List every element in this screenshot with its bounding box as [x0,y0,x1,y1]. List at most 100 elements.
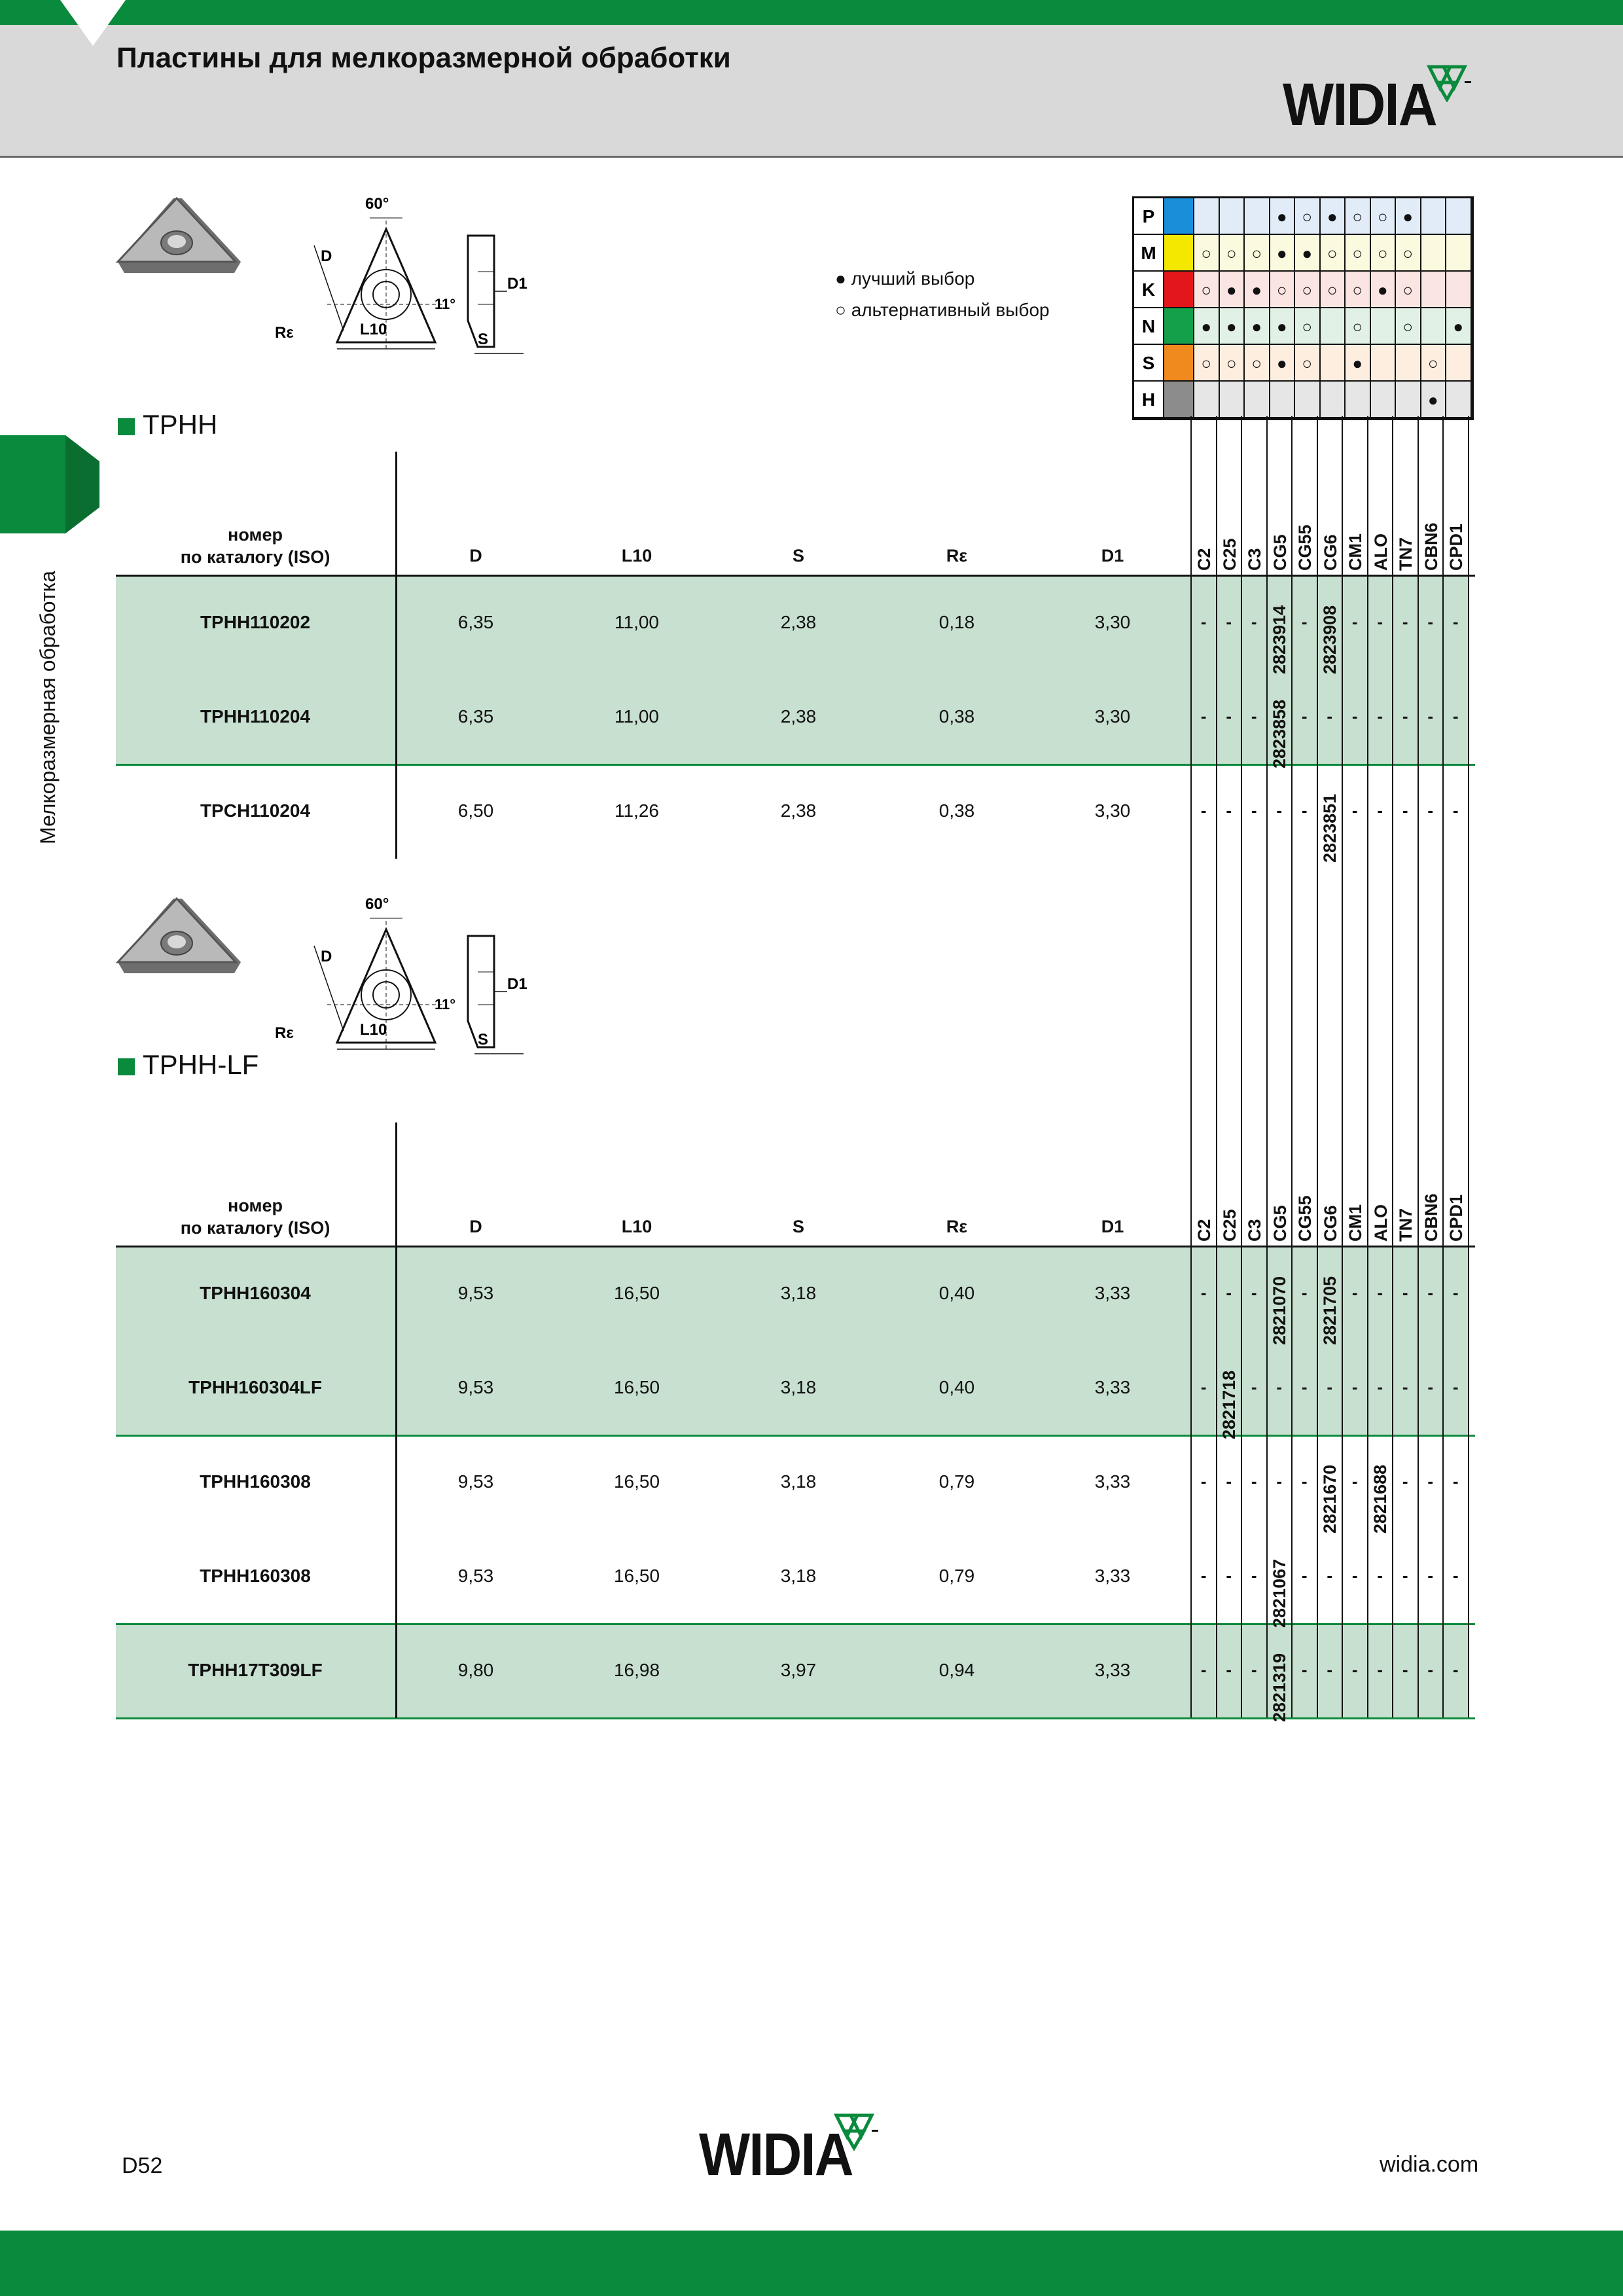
material-mark: ○ [1245,235,1270,272]
material-mark: ○ [1295,345,1321,382]
table-band [116,1341,1190,1435]
grade-band [1191,1247,1469,1341]
catalog-number: TPCH110204 [200,800,311,821]
table-band [116,1247,1190,1341]
re-label: Rε [275,324,294,342]
catalog-number: TPHH110202 [200,612,311,632]
cell-d1: 3,30 [1094,800,1131,821]
cell-l10: 16,50 [613,1283,660,1303]
table-band [116,670,1190,764]
catalog-number: TPHH110204 [200,706,311,726]
grade-empty: - [1226,1660,1232,1679]
material-mark: ● [1270,235,1295,272]
grade-empty: - [1351,1377,1358,1397]
grade-empty: - [1200,1660,1207,1679]
section-title-tphh: TPHH [118,409,217,440]
green-square-icon [118,1058,135,1075]
grade-label-cg5: CG5 [1270,1205,1290,1242]
catalog-number: TPHH160304 [200,1283,311,1303]
material-mark [1396,382,1421,418]
group-separator [116,1435,1475,1437]
material-mark: ○ [1346,308,1371,345]
material-mark: ● [1446,308,1472,345]
legend-best: ● лучший выбор [835,268,975,289]
grade-label-cm1: CM1 [1346,1204,1366,1242]
grade-empty: - [1402,800,1408,820]
cell-d: 9,80 [457,1660,494,1680]
grade-label-tn7: TN7 [1396,1208,1416,1242]
page-number: D52 [122,2153,163,2178]
grade-empty: - [1402,1566,1408,1585]
material-mark: ○ [1194,272,1220,308]
grade-column-line [1317,416,1318,1717]
grade-empty: - [1351,612,1358,632]
cell-l10: 16,50 [613,1377,660,1397]
material-mark [1245,198,1270,235]
grade-empty: - [1251,800,1257,820]
material-mark: ○ [1245,345,1270,382]
cell-s: 2,38 [780,706,817,726]
material-label-N: N [1134,308,1164,345]
grade-empty: - [1276,1377,1283,1397]
catalog-number: TPHH17T309LF [188,1660,323,1680]
cell-s: 3,18 [780,1377,817,1397]
grade-empty: - [1377,612,1383,632]
grade-label-c3: C3 [1245,548,1265,571]
d1-label: D1 [507,275,527,293]
material-mark: ● [1295,235,1321,272]
cell-d: 6,50 [457,800,494,821]
material-mark: ● [1396,198,1421,235]
material-mark: ○ [1346,272,1371,308]
material-mark [1446,198,1472,235]
material-mark: ○ [1346,198,1371,235]
material-mark [1396,345,1421,382]
header-notch [60,0,126,46]
grade-label-alo: ALO [1370,1204,1391,1242]
grade-empty: - [1251,1283,1257,1302]
material-mark [1320,345,1346,382]
grade-label-tn7: TN7 [1396,537,1416,571]
grade-band [1191,576,1469,670]
grade-empty: - [1200,706,1207,726]
grade-empty: - [1200,1377,1207,1397]
header-band [0,25,1623,158]
grade-column-line [1190,416,1192,1717]
grade-band [1191,1341,1469,1435]
side-label: Мелкоразмерная обработка [36,570,60,844]
header-l10: L10 [621,546,652,565]
material-mark [1446,382,1472,418]
material-mark: ● [1370,272,1396,308]
header-re: Rε [946,546,968,565]
bottom-green-bar [0,2231,1623,2296]
grade-empty: - [1452,1377,1459,1397]
header-re: Rε [946,1217,968,1236]
grade-empty: - [1200,800,1207,820]
order-number: 2823851 [1319,793,1340,863]
material-mark: ○ [1370,198,1396,235]
cell-d: 6,35 [457,612,494,632]
material-matrix: P●○●○○●M○○○●●○○○○K○●●○○○○●○N●●●●○○○●S○○○… [1132,196,1474,420]
grade-label-cg6: CG6 [1320,534,1340,571]
s-label-2: S [478,1031,489,1049]
grade-empty: - [1200,1283,1207,1302]
cell-s: 2,38 [780,612,817,632]
grade-empty: - [1327,706,1333,726]
material-mark: ● [1194,308,1220,345]
material-mark [1421,198,1446,235]
website-link[interactable]: widia.com [1380,2152,1479,2177]
grade-empty: - [1452,1566,1459,1585]
angle-label-2: 60° [365,895,389,913]
order-number: 2821688 [1370,1464,1390,1534]
material-mark: ○ [1295,272,1321,308]
grade-band [1191,670,1469,764]
catalog-number: TPHH160308 [200,1471,311,1492]
material-color-K [1164,272,1194,308]
grade-empty: - [1301,1283,1308,1302]
header-catalog-line2: по каталогу (ISO) [180,1218,330,1238]
grade-empty: - [1327,1377,1333,1397]
cell-re: 0,38 [938,800,975,821]
material-mark: ● [1219,308,1245,345]
material-mark: ○ [1320,272,1346,308]
grade-band [1191,1624,1469,1718]
